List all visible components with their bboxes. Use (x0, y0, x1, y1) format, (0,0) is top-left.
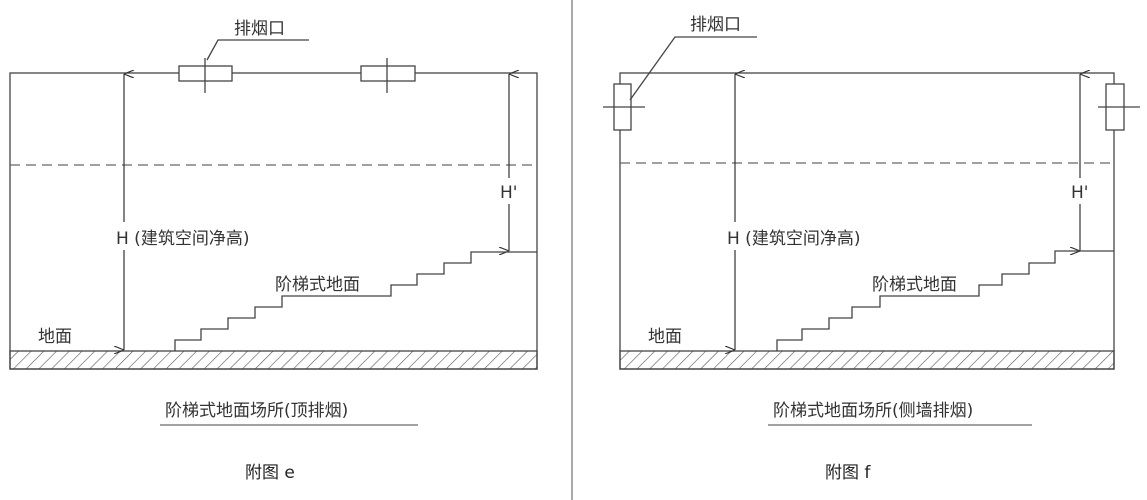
ground-hatch (9, 350, 538, 370)
figure-e: 排烟口 H (建筑空间净高) H' 阶梯式地面 地面 阶梯式地面场所(顶排烟) … (9, 19, 538, 483)
side-vent-right (1098, 83, 1140, 131)
height-label: H (建筑空间净高) (116, 229, 249, 249)
floor-label: 地面 (648, 327, 682, 347)
building-outline (9, 72, 538, 370)
roof-vent-2 (360, 58, 416, 93)
vent-leader-line (206, 39, 309, 61)
h-prime-label: H' (1071, 183, 1088, 203)
side-vent-left (603, 83, 645, 131)
building-outline (619, 72, 1115, 370)
stepped-floor (174, 251, 537, 351)
ground-hatch (619, 350, 1115, 370)
floor-label: 地面 (38, 327, 72, 347)
stepped-floor-label: 阶梯式地面 (275, 275, 360, 295)
h-prime-label: H' (500, 183, 517, 203)
vent-leader-line (629, 36, 757, 101)
roof-vent-1 (178, 58, 233, 93)
caption: 阶梯式地面场所(顶排烟) (165, 401, 348, 421)
figure-label: 附图 f (825, 463, 871, 483)
stepped-floor-label: 阶梯式地面 (872, 275, 957, 295)
figure-label: 附图 e (245, 463, 295, 483)
caption: 阶梯式地面场所(侧墙排烟) (773, 401, 973, 421)
stepped-floor (776, 250, 1114, 351)
figure-f: 排烟口 H (建筑空间净高) H' 阶梯式地面 地面 阶梯式地面场所(侧墙排烟)… (603, 15, 1140, 483)
vent-label: 排烟口 (234, 19, 285, 39)
height-label: H (建筑空间净高) (727, 229, 860, 249)
vent-label: 排烟口 (690, 15, 741, 35)
